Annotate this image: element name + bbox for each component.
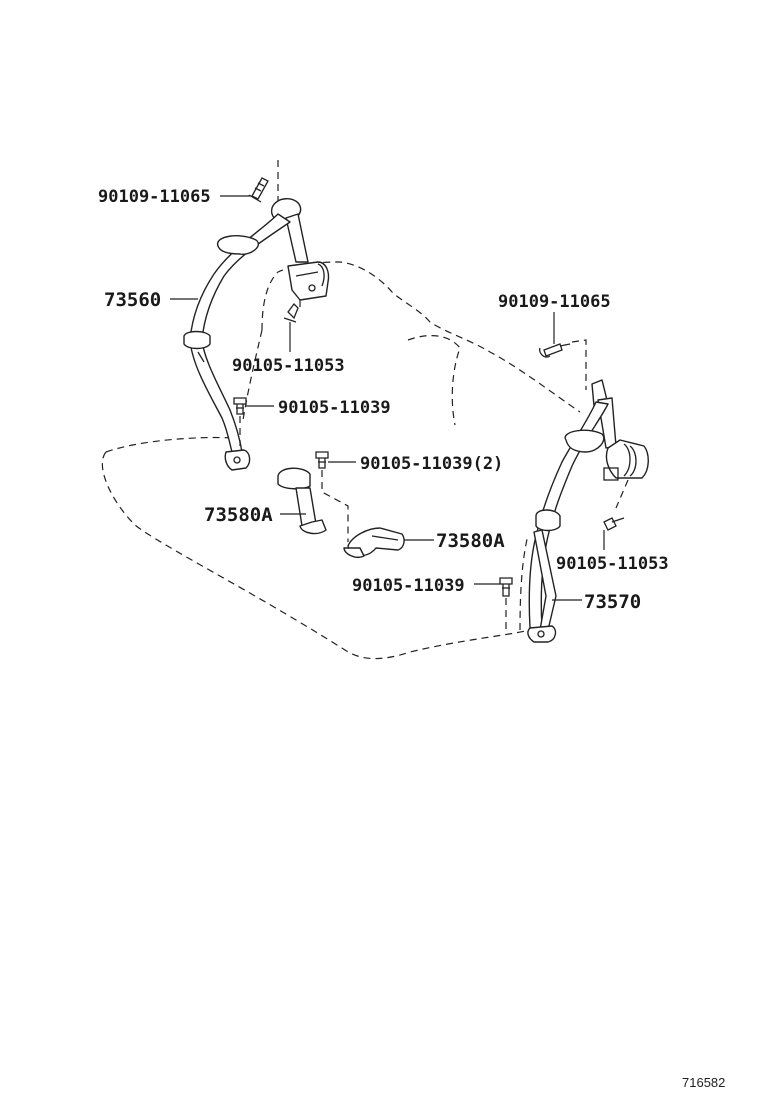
- label-bolt-retractor-left: 90105-11053: [232, 356, 345, 376]
- label-buckle-right: 73580A: [436, 530, 505, 552]
- left-belt-upper-strap: [285, 213, 309, 263]
- diagram-reference-id: 716582: [682, 1075, 725, 1090]
- label-bolt-buckle: 90105-11039(2): [360, 454, 503, 474]
- left-buckle: [277, 467, 327, 535]
- label-belt-left: 73560: [104, 289, 161, 311]
- right-belt-guide-loop: [564, 429, 605, 453]
- seat-cushion-outline: [101, 451, 531, 660]
- seat-back-inner-divider: [407, 334, 461, 426]
- label-bolt-retractor-right: 90105-11053: [556, 554, 669, 574]
- label-bolt-anchor-right: 90105-11039: [352, 576, 465, 596]
- label-bolt-upper-left: 90109-11065: [98, 187, 211, 207]
- right-upper-mount-line: [571, 339, 587, 390]
- buckle-mount-line: [321, 470, 349, 542]
- label-bolt-upper-right: 90109-11065: [498, 292, 611, 312]
- right-retractor-mount-line: [615, 479, 629, 509]
- right-anchor-bolt: [499, 577, 513, 597]
- left-retractor-bolt: [283, 303, 299, 323]
- right-belt-mid-clip: [535, 509, 561, 532]
- left-floor-anchor: [224, 449, 251, 471]
- right-upper-bolt: [538, 343, 571, 358]
- left-belt-guide-loop: [217, 235, 259, 255]
- buckle-bolt: [315, 451, 329, 469]
- label-bolt-anchor-left: 90105-11039: [278, 398, 391, 418]
- label-belt-right: 73570: [584, 591, 641, 613]
- seat-back-outline: [261, 261, 581, 413]
- seat-cushion-top-edge: [105, 436, 233, 453]
- left-anchor-bolt: [233, 397, 247, 415]
- seat-back-right-edge: [519, 534, 529, 631]
- right-retractor: [603, 439, 649, 481]
- left-upper-bolt: [248, 177, 269, 203]
- label-buckle-left: 73580A: [204, 504, 273, 526]
- right-floor-anchor: [527, 625, 557, 643]
- right-retractor-bolt: [603, 517, 625, 531]
- left-belt-mid-clip: [183, 330, 211, 350]
- left-retractor: [287, 261, 330, 301]
- right-buckle: [343, 527, 405, 558]
